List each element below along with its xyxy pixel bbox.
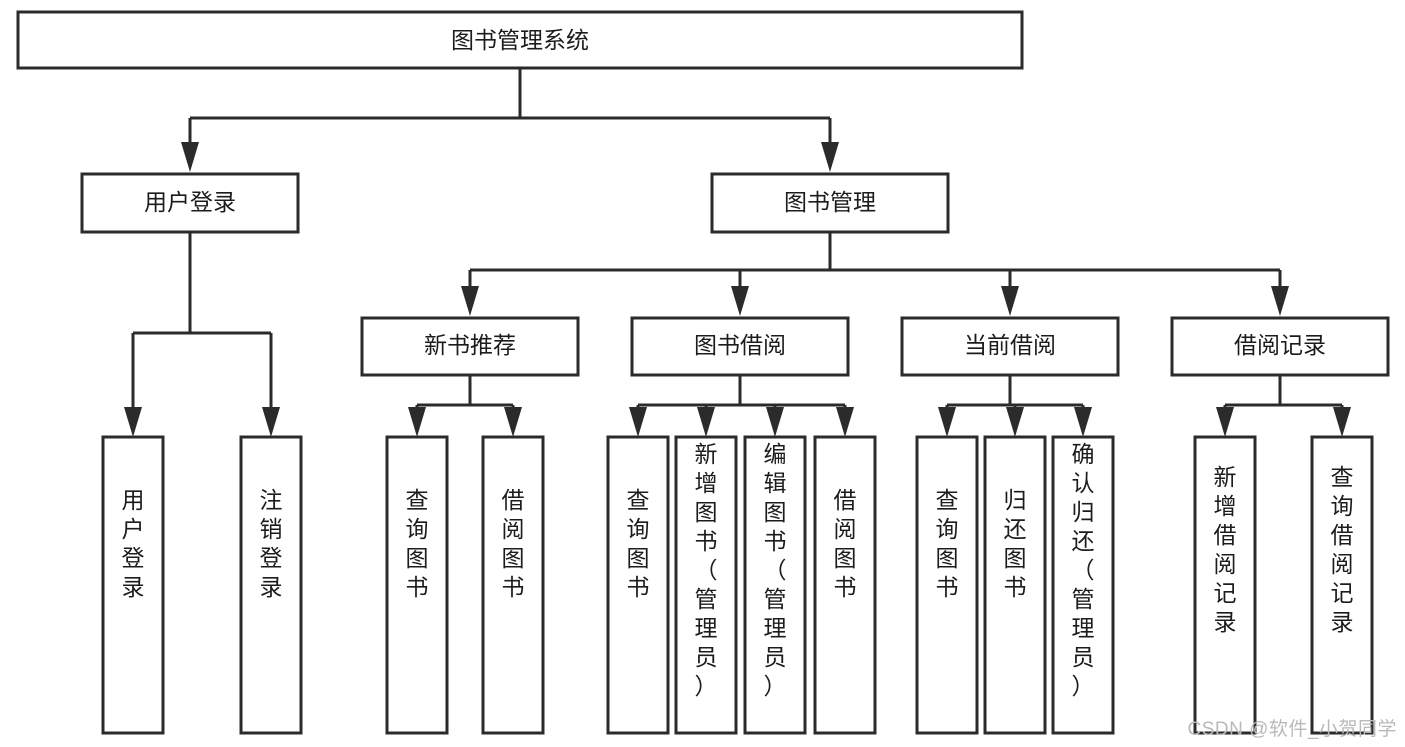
- arrow-book-mgmt-child-3: [1001, 286, 1019, 316]
- node-current-borrow[interactable]: 当前借阅: [900, 316, 1120, 377]
- node-book-management[interactable]: 图书管理: [710, 172, 950, 234]
- leaf-cb-return-book-label: 归还图书: [1004, 487, 1027, 600]
- leaf-node[interactable]: 新增借阅记录: [1193, 435, 1257, 735]
- node-borrow-record[interactable]: 借阅记录: [1170, 316, 1390, 377]
- node-borrow-record-label: 借阅记录: [1234, 332, 1326, 358]
- node-borrow-record-box[interactable]: [1170, 316, 1390, 377]
- leaf-node[interactable]: 新增图书（管理员）: [674, 435, 738, 735]
- leaf-nbr-query-book-box[interactable]: [385, 435, 449, 735]
- node-root-system[interactable]: 图书管理系统: [16, 10, 1024, 70]
- leaf-nbr-borrow-book-label: 借阅图书: [502, 487, 525, 600]
- leaf-br-query-record-label: 查询借阅记录: [1331, 464, 1354, 635]
- leaf-bb-add-book-label: 新增图书（管理员）: [695, 441, 718, 699]
- leaf-br-query-record-box[interactable]: [1310, 435, 1374, 735]
- leaf-bb-borrow-book-box[interactable]: [813, 435, 877, 735]
- leaf-node[interactable]: 借阅图书: [481, 435, 545, 735]
- leaf-node[interactable]: 注销登录: [239, 435, 303, 735]
- leaf-node[interactable]: 查询图书: [606, 435, 670, 735]
- leaf-cb-return-book-box[interactable]: [983, 435, 1047, 735]
- node-new-book-recommend-box[interactable]: [360, 316, 580, 377]
- node-book-management-label: 图书管理: [784, 189, 876, 215]
- leaf-logout-label: 注销登录: [260, 487, 283, 600]
- leaf-cb-confirm-return-box[interactable]: [1051, 435, 1115, 735]
- node-user-login-box[interactable]: [80, 172, 300, 234]
- node-current-borrow-box[interactable]: [900, 316, 1120, 377]
- connector-group-new-book: [408, 375, 522, 437]
- leaf-node[interactable]: 借阅图书: [813, 435, 877, 735]
- arrow-book-borrow-leaf-2: [697, 407, 715, 437]
- node-current-borrow-label: 当前借阅: [964, 332, 1056, 358]
- leaf-bb-query-book-label: 查询图书: [627, 487, 650, 600]
- arrow-new-book-leaf-1: [408, 407, 426, 437]
- arrow-book-borrow-leaf-3: [766, 407, 784, 437]
- leaf-bb-edit-book-box[interactable]: [743, 435, 807, 735]
- node-book-borrow-box[interactable]: [630, 316, 850, 377]
- leaf-cb-query-book-label: 查询图书: [936, 487, 959, 600]
- leaf-node[interactable]: 编辑图书（管理员）: [743, 435, 807, 735]
- leaf-user-login-label: 用户登录: [122, 487, 145, 600]
- leaf-node[interactable]: 确认归还（管理员）: [1051, 435, 1115, 735]
- connector-group-user-login: [124, 232, 280, 437]
- arrow-user-login-leaf-2: [262, 407, 280, 437]
- leaf-node[interactable]: 归还图书: [983, 435, 1047, 735]
- arrow-root-to-user-login: [181, 142, 199, 172]
- leaf-br-add-record-label: 新增借阅记录: [1214, 464, 1237, 635]
- connector-group-book-mgmt: [461, 232, 1289, 316]
- leaf-bb-query-book-box[interactable]: [606, 435, 670, 735]
- node-book-management-box[interactable]: [710, 172, 950, 234]
- arrow-book-borrow-leaf-1: [629, 407, 647, 437]
- connector-group-current-borrow: [938, 375, 1092, 437]
- node-user-login-label: 用户登录: [144, 189, 236, 215]
- node-book-borrow[interactable]: 图书借阅: [630, 316, 850, 377]
- leaf-cb-query-book-box[interactable]: [915, 435, 979, 735]
- arrow-book-mgmt-child-4: [1271, 286, 1289, 316]
- leaf-nbr-borrow-book-box[interactable]: [481, 435, 545, 735]
- leaf-bb-edit-book-label: 编辑图书（管理员）: [764, 441, 787, 699]
- arrow-book-borrow-leaf-4: [836, 407, 854, 437]
- arrow-user-login-leaf-1: [124, 407, 142, 437]
- node-new-book-recommend[interactable]: 新书推荐: [360, 316, 580, 377]
- arrow-current-borrow-leaf-2: [1006, 407, 1024, 437]
- arrow-new-book-leaf-2: [504, 407, 522, 437]
- arrow-current-borrow-leaf-1: [938, 407, 956, 437]
- leaf-cb-confirm-return-label: 确认归还（管理员）: [1072, 441, 1095, 699]
- arrow-root-to-book-mgmt: [821, 142, 839, 172]
- leaf-node[interactable]: 查询图书: [915, 435, 979, 735]
- arrow-borrow-record-leaf-2: [1333, 407, 1351, 437]
- connector-group-root: [181, 68, 839, 172]
- leaf-node[interactable]: 查询图书: [385, 435, 449, 735]
- connector-group-borrow-record: [1216, 375, 1351, 437]
- leaf-br-add-record-box[interactable]: [1193, 435, 1257, 735]
- leaf-logout-box[interactable]: [239, 435, 303, 735]
- node-user-login[interactable]: 用户登录: [80, 172, 300, 234]
- leaf-node[interactable]: 用户登录: [101, 435, 165, 735]
- leaf-bb-add-book-box[interactable]: [674, 435, 738, 735]
- arrow-book-mgmt-child-2: [731, 286, 749, 316]
- leaf-bb-borrow-book-label: 借阅图书: [834, 487, 857, 600]
- node-new-book-recommend-label: 新书推荐: [424, 332, 516, 358]
- arrow-borrow-record-leaf-1: [1216, 407, 1234, 437]
- leaf-nbr-query-book-label: 查询图书: [406, 487, 429, 600]
- leaf-node[interactable]: 查询借阅记录: [1310, 435, 1374, 735]
- leaf-user-login-box[interactable]: [101, 435, 165, 735]
- node-book-borrow-label: 图书借阅: [694, 332, 786, 358]
- connector-group-book-borrow: [629, 375, 854, 437]
- node-root-system-box[interactable]: [16, 10, 1024, 70]
- node-root-system-label: 图书管理系统: [451, 27, 589, 53]
- arrow-book-mgmt-child-1: [461, 286, 479, 316]
- arrow-current-borrow-leaf-3: [1074, 407, 1092, 437]
